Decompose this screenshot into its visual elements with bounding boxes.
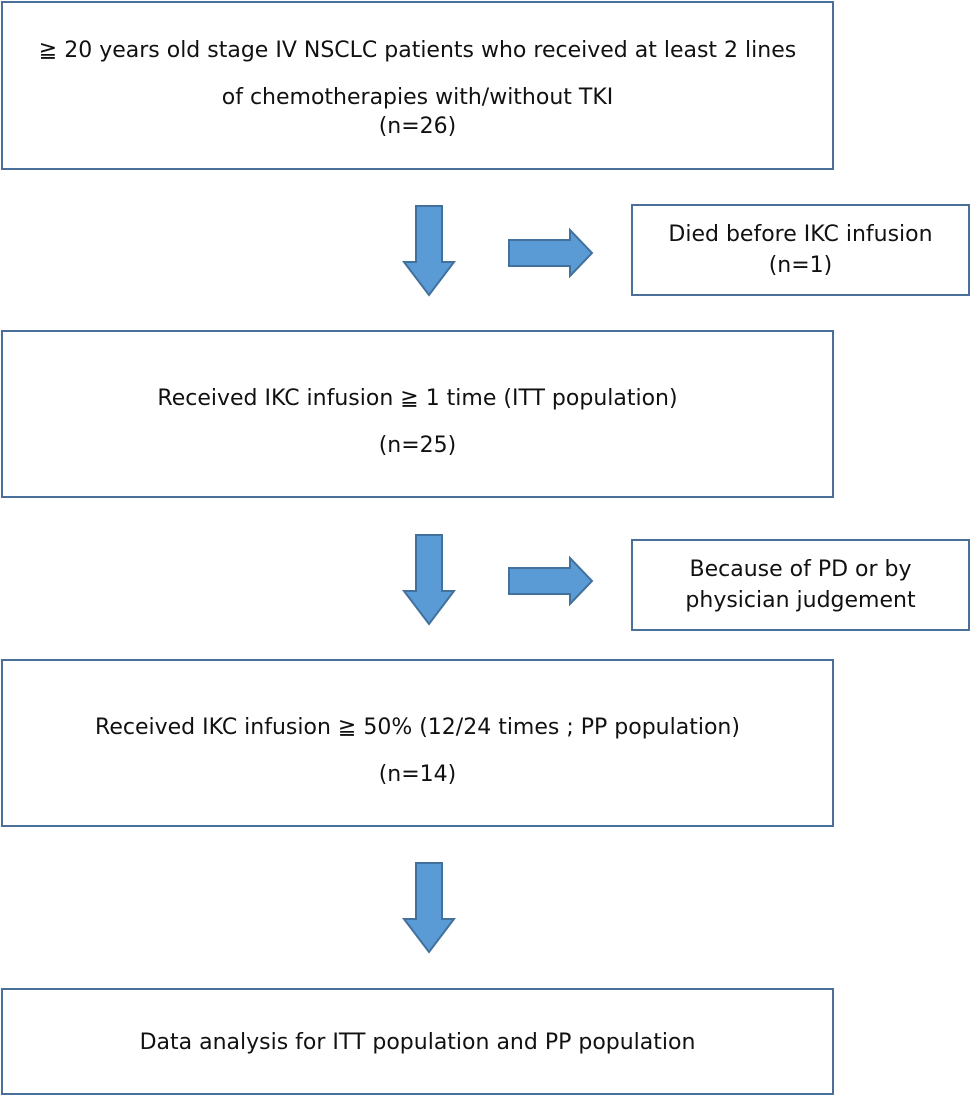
eligibility-count: (n=26) (378, 114, 457, 139)
itt-population-box: Received IKC infusion ≧ 1 time (ITT popu… (1, 330, 834, 498)
excluded-pd-box: Because of PD or by physician judgement (631, 539, 970, 631)
excluded-pd-line2: physician judgement (685, 588, 916, 613)
excluded-died-count: (n=1) (768, 253, 833, 278)
eligibility-criteria-line1: ≧ 20 years old stage IV NSCLC patients w… (38, 38, 797, 63)
itt-label: Received IKC infusion ≧ 1 time (ITT popu… (157, 386, 678, 411)
eligibility-box: ≧ 20 years old stage IV NSCLC patients w… (1, 1, 834, 170)
down-arrow-2 (401, 534, 457, 626)
analysis-label: Data analysis for ITT population and PP … (139, 1030, 696, 1055)
eligibility-criteria-line2: of chemotherapies with/without TKI (221, 85, 614, 110)
excluded-died-box: Died before IKC infusion (n=1) (631, 204, 970, 296)
data-analysis-box: Data analysis for ITT population and PP … (1, 988, 834, 1095)
pp-count: (n=14) (378, 762, 457, 787)
right-arrow-2 (508, 555, 594, 607)
right-arrow-1 (508, 227, 594, 279)
itt-count: (n=25) (378, 433, 457, 458)
pp-population-box: Received IKC infusion ≧ 50% (12/24 times… (1, 659, 834, 827)
excluded-pd-line1: Because of PD or by (689, 557, 912, 582)
down-arrow-1 (401, 205, 457, 297)
down-arrow-3 (401, 862, 457, 954)
excluded-died-label: Died before IKC infusion (668, 222, 933, 247)
pp-label: Received IKC infusion ≧ 50% (12/24 times… (95, 715, 740, 740)
